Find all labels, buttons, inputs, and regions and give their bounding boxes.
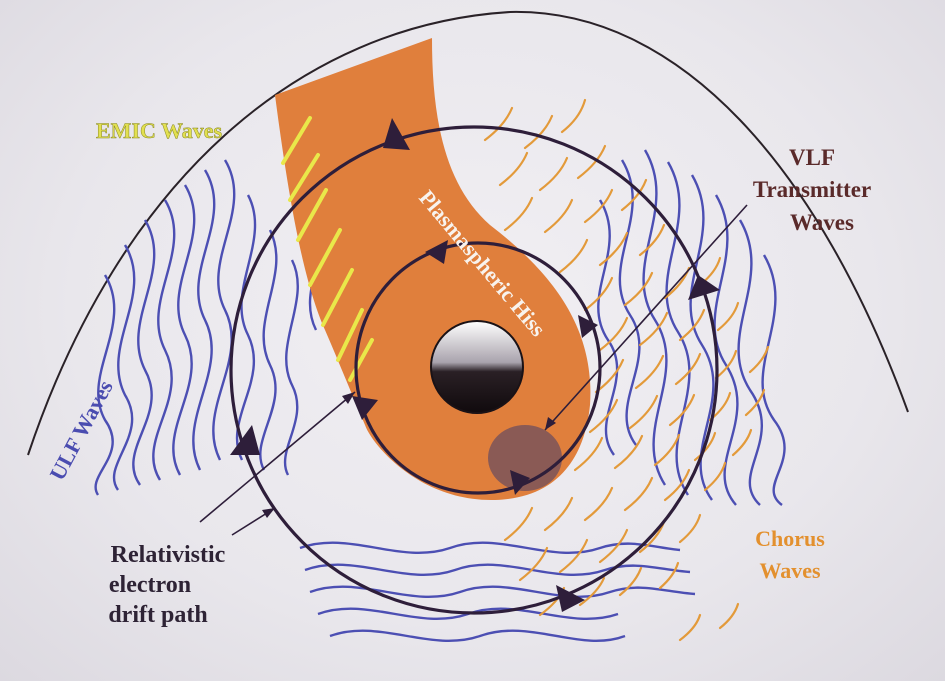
chorus-label-line2: Waves (759, 558, 821, 583)
emic-label: EMIC Waves (96, 118, 223, 143)
ulf-waves (96, 160, 320, 495)
vlf-label-line1: VLF (789, 145, 835, 170)
ulf-waves-bottom (300, 543, 695, 641)
vlf-label-line3: Waves (790, 210, 854, 235)
ulf-label: ULF Waves (44, 376, 118, 485)
vlf-label-line2: Transmitter (753, 177, 871, 202)
chorus-label-line1: Chorus (755, 526, 825, 551)
drift-label-line2: electron (109, 572, 191, 598)
ulf-waves-right (598, 150, 784, 505)
arrow-left (230, 425, 260, 455)
earth (431, 321, 523, 413)
drift-label-line1: Relativistic (111, 542, 226, 568)
drift-label-line3: drift path (108, 602, 207, 628)
